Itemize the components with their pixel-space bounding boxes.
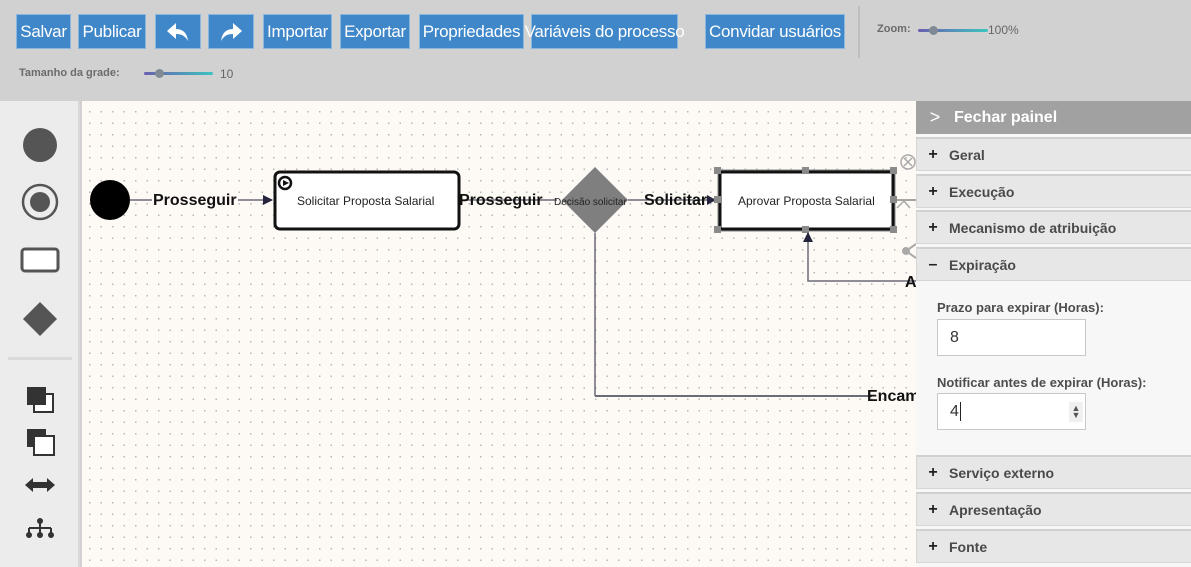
diagram: Prosseguir Solicitar Proposta Salarial P… [90,154,916,405]
auto-layout-button[interactable] [20,509,60,549]
section-label: Apresentação [949,501,1042,518]
horizontal-arrows-icon [25,478,55,492]
toolbar: Salvar Publicar Importar Exportar Propri… [0,0,1191,101]
gateway-icon [23,302,57,336]
zoom-label: Zoom: [877,23,911,35]
selection-handles[interactable] [714,167,897,233]
palette-start-event[interactable] [20,125,60,165]
properties-panel: > Fechar painel + Geral + Execução + Mec… [916,101,1191,567]
expand-icon: + [928,182,938,200]
section-expiracao[interactable]: – Expiração [916,247,1191,281]
toolbar-divider [858,6,860,58]
properties-button[interactable]: Propriedades [419,14,524,49]
redo-icon [221,22,242,41]
notify-value: 4 [950,402,959,420]
undo-icon [167,22,188,41]
bring-to-front-button[interactable] [20,380,60,420]
section-label: Mecanismo de atribuição [949,219,1117,236]
section-fonte[interactable]: + Fonte [916,529,1191,563]
process-variables-button[interactable]: Variáveis do processo [525,14,685,49]
section-label: Serviço externo [949,464,1055,481]
section-label: Execução [949,183,1015,200]
zoom-slider-handle[interactable] [929,26,938,35]
grid-size-value: 10 [220,67,234,81]
expand-icon: + [928,145,938,163]
section-servico-externo[interactable]: + Serviço externo [916,455,1191,489]
close-panel-label: Fechar painel [954,108,1058,126]
deadline-input[interactable]: 8 [937,319,1086,356]
send-to-back-icon [27,429,55,456]
delete-icon[interactable] [900,154,916,170]
flow-label-solicitar: Solicitar [644,192,707,209]
diagram-canvas[interactable]: Prosseguir Solicitar Proposta Salarial P… [82,101,916,567]
expand-icon: + [928,463,938,481]
hierarchy-icon [26,518,54,538]
deadline-value: 8 [950,328,959,346]
palette-divider [8,357,72,360]
start-event[interactable] [90,180,130,220]
section-apresentacao[interactable]: + Apresentação [916,492,1191,526]
gateway-decisao[interactable] [562,167,628,233]
grid-size-label: Tamanho da grade: [19,67,120,79]
connect-icon[interactable] [896,199,911,209]
import-button[interactable]: Importar [263,14,332,49]
redo-button[interactable] [208,14,254,49]
expand-icon: + [928,218,938,236]
task-label-2: Aprovar Proposta Salarial [738,194,875,208]
collapse-icon: – [928,255,938,273]
publish-button[interactable]: Publicar [78,14,146,49]
palette-gateway[interactable] [20,299,60,339]
chevron-right-icon: > [929,107,941,127]
flow-label-encaminhar: Encam [867,388,916,405]
flow-label-partial: A [905,274,916,291]
invite-users-button[interactable]: Convidar usuários [705,14,845,49]
task-icon [20,247,60,273]
close-panel-button[interactable]: > Fechar painel [916,101,1191,134]
section-geral[interactable]: + Geral [916,137,1191,171]
flow-label-prosseguir-2: Prosseguir [459,192,543,209]
save-button[interactable]: Salvar [16,14,71,49]
bring-to-front-icon [27,387,54,413]
notify-input[interactable]: 4 ▲▼ [937,393,1086,430]
expand-icon: + [928,500,938,518]
task-label-1: Solicitar Proposta Salarial [297,194,434,208]
export-button[interactable]: Exportar [340,14,410,49]
flow-label-prosseguir-1: Prosseguir [153,192,237,209]
zoom-value: 100% [988,23,1019,37]
start-event-icon [23,128,57,162]
task-solicitar-proposta[interactable] [273,170,461,231]
palette-task[interactable] [20,240,60,280]
expand-icon: + [928,537,938,555]
zoom-slider[interactable] [918,26,988,35]
undo-button[interactable] [155,14,201,49]
notify-label: Notificar antes de expirar (Horas): [937,375,1147,390]
grid-size-slider[interactable] [144,69,213,78]
send-to-back-button[interactable] [20,422,60,462]
section-execucao[interactable]: + Execução [916,174,1191,208]
section-label: Fonte [949,538,988,555]
palette-end-event[interactable] [20,182,60,222]
number-spinner[interactable]: ▲▼ [1069,402,1083,422]
end-event-icon [21,183,59,221]
align-horizontal-button[interactable] [20,465,60,505]
section-label: Expiração [949,256,1016,273]
deadline-label: Prazo para expirar (Horas): [937,300,1104,315]
gateway-label: Decisão solicitar [554,197,627,208]
section-label: Geral [949,146,985,163]
grid-size-slider-handle[interactable] [155,69,164,78]
share-icon[interactable] [902,243,916,259]
shape-palette [0,101,80,567]
section-mecanismo-atribuicao[interactable]: + Mecanismo de atribuição [916,210,1191,244]
